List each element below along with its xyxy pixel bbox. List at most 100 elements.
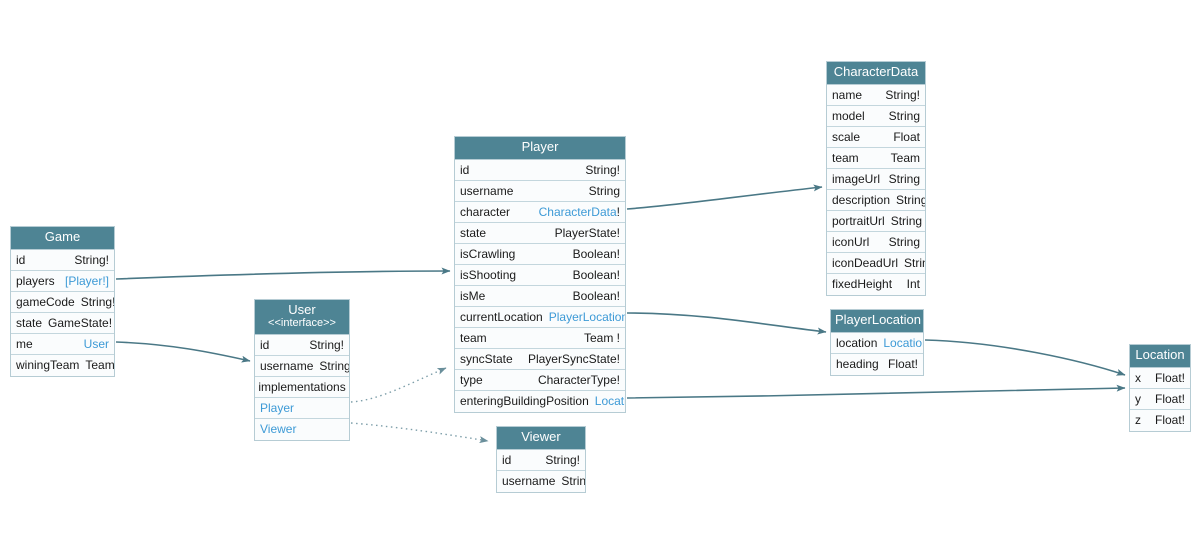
edge-player-currentlocation-to-playerlocation: [626, 312, 827, 335]
field-name: type: [460, 372, 483, 387]
field-type: PlayerSyncState!: [522, 352, 620, 366]
field-type-text: Team: [890, 150, 920, 165]
field-name: implementations: [258, 379, 346, 394]
field-name: id: [502, 452, 512, 467]
field-type: Float!: [882, 357, 918, 371]
field-name: isShooting: [460, 267, 517, 282]
field-row[interactable]: iconDeadUrlString: [827, 252, 925, 274]
entity-title: Game: [44, 229, 81, 244]
field-name: character: [460, 204, 511, 219]
field-type: Float!: [1149, 392, 1185, 406]
field-type-text: String!: [74, 252, 109, 267]
field-type: String: [583, 184, 620, 198]
field-row[interactable]: id String!: [255, 334, 349, 356]
field-type: String!: [579, 163, 620, 177]
field-name: state: [460, 225, 487, 240]
field-type: Team !: [578, 331, 620, 345]
field-name: x: [1135, 370, 1141, 385]
field-name: y: [1135, 391, 1141, 406]
field-type-text: String!: [309, 337, 344, 352]
field-type-text: [Player!]: [64, 273, 109, 288]
field-row[interactable]: y Float!: [1130, 388, 1190, 410]
field-name: winingTeam: [16, 358, 80, 373]
field-type: [Player!]: [59, 274, 109, 288]
field-name: Player: [260, 400, 295, 415]
field-type-text: Boolean!: [572, 288, 620, 303]
field-row[interactable]: id String!: [455, 159, 625, 181]
field-row[interactable]: isMe Boolean!: [455, 285, 625, 307]
field-row[interactable]: syncState PlayerSyncState!: [455, 348, 625, 370]
field-type-text: String: [588, 183, 620, 198]
field-row[interactable]: enteringBuildingPositionLocation: [455, 390, 625, 412]
field-row[interactable]: players [Player!]: [11, 270, 114, 292]
field-type-text: String: [888, 171, 920, 186]
field-row[interactable]: implementations: [255, 376, 349, 398]
field-type: String!: [303, 338, 344, 352]
field-type-text: String!: [585, 162, 620, 177]
field-row[interactable]: state PlayerState!: [455, 222, 625, 244]
field-name: username: [260, 358, 314, 373]
field-type: Float!: [1149, 371, 1185, 385]
field-row[interactable]: id String!: [497, 449, 585, 471]
field-row[interactable]: Player: [255, 397, 349, 419]
field-name: gameCode: [16, 294, 75, 309]
field-name: team: [460, 330, 487, 345]
field-type-text: PlayerSyncState!: [527, 351, 620, 366]
field-name: id: [460, 162, 470, 177]
field-name: isMe: [460, 288, 486, 303]
edge-playerlocation-location-to-location: [924, 339, 1126, 376]
field-name: currentLocation: [460, 309, 543, 324]
field-name: name: [832, 87, 863, 102]
field-name: players: [16, 273, 55, 288]
field-type: String: [555, 474, 585, 488]
field-type: PlayerState!: [549, 226, 620, 240]
field-row[interactable]: Viewer: [255, 418, 349, 440]
field-name: id: [260, 337, 270, 352]
field-name: iconDeadUrl: [832, 255, 899, 270]
field-type: PlayerLocation!: [543, 310, 625, 324]
field-type-text: String: [890, 213, 923, 228]
field-row[interactable]: x Float!: [1130, 367, 1190, 389]
field-name: syncState: [460, 351, 513, 366]
field-type-text: String!: [545, 452, 580, 467]
field-row[interactable]: locationLocation!: [831, 332, 923, 354]
field-type-text: Float: [893, 129, 920, 144]
field-row[interactable]: team Team !: [455, 327, 625, 349]
field-type-text: Location!: [883, 335, 923, 350]
entity-title: PlayerLocation: [835, 312, 921, 327]
entity-header-user: User<<interface>>: [255, 300, 349, 335]
field-type-text: Boolean!: [572, 246, 620, 261]
entity-playerlocation[interactable]: PlayerLocation locationLocation!headingFl…: [830, 309, 924, 376]
